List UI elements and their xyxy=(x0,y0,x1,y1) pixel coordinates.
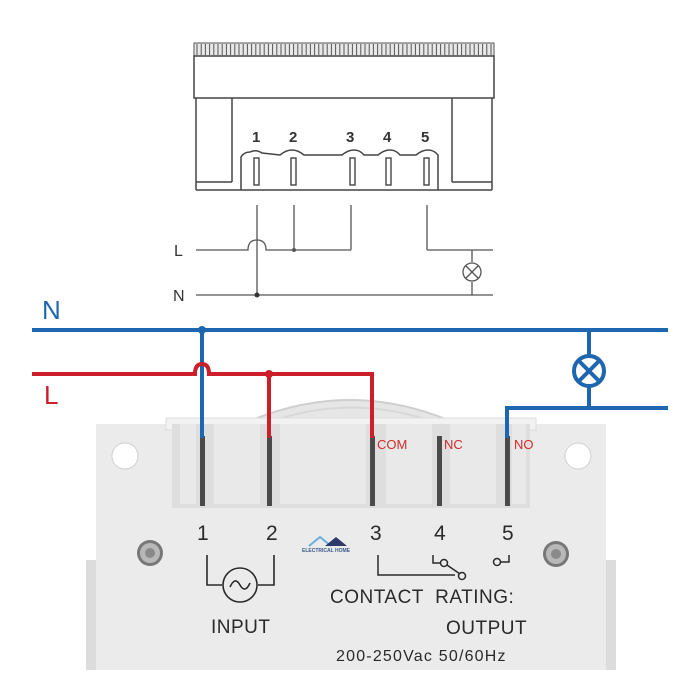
relay-contact-icon xyxy=(377,555,510,581)
ac-source-icon xyxy=(206,555,275,603)
terminal-screws xyxy=(200,436,510,506)
schematic-terminal-numbers: 1 2 3 4 5 xyxy=(252,129,429,146)
panel-screw-right-icon xyxy=(543,541,569,567)
logo-text: ELECTRICAL HOME xyxy=(302,548,350,554)
schematic-wires xyxy=(196,205,493,296)
neutral-label: N xyxy=(42,295,61,325)
panel-terminal-5: 5 xyxy=(502,522,514,545)
contact-rating-label: CONTACT RATING: xyxy=(330,587,515,608)
wire-live xyxy=(32,361,374,438)
schematic-terminal-1: 1 xyxy=(252,129,260,146)
input-label: INPUT xyxy=(211,617,271,638)
terminal-screw-4 xyxy=(437,436,442,506)
panel-terminal-2: 2 xyxy=(266,522,278,545)
schematic-terminal-2: 2 xyxy=(289,129,297,146)
terminal-screw-3 xyxy=(370,436,375,506)
panel-terminal-3: 3 xyxy=(370,522,382,545)
panel-screw-left-icon xyxy=(137,540,163,566)
mounting-hole-left xyxy=(111,442,139,470)
schematic-lamp-icon xyxy=(462,262,482,282)
terminal-tag-com: COM xyxy=(377,437,408,452)
wire-neutral xyxy=(32,328,668,438)
schematic-junction-live xyxy=(292,248,296,252)
terminal-tag-no: NO xyxy=(514,437,534,452)
output-label: OUTPUT xyxy=(446,618,528,639)
timer-body-outline xyxy=(193,55,495,191)
terminal-slots xyxy=(253,157,430,186)
panel-terminal-1: 1 xyxy=(197,522,209,545)
rating-value: 200-250Vac 50/60Hz xyxy=(336,648,507,665)
schematic-junction-neutral xyxy=(254,292,260,298)
schematic-terminal-5: 5 xyxy=(421,129,429,146)
terminal-screw-2 xyxy=(267,436,272,506)
timer-knurled-edge xyxy=(193,42,495,57)
schematic-terminal-3: 3 xyxy=(346,129,354,146)
terminal-screw-1 xyxy=(200,436,205,506)
mounting-hole-right xyxy=(564,442,592,470)
terminal-tag-nc: NC xyxy=(444,437,463,452)
schematic-label-live: L xyxy=(174,243,183,260)
schematic-terminal-4: 4 xyxy=(383,129,392,146)
schematic-label-neutral: N xyxy=(173,288,185,305)
neutral-junction xyxy=(198,326,206,334)
load-lamp-icon xyxy=(572,354,606,388)
terminal-screw-5 xyxy=(505,436,510,506)
electrical-home-logo xyxy=(308,535,347,547)
live-label: L xyxy=(44,380,59,410)
panel-terminal-4: 4 xyxy=(434,522,446,545)
device-body xyxy=(86,399,616,670)
live-junction xyxy=(265,370,273,378)
